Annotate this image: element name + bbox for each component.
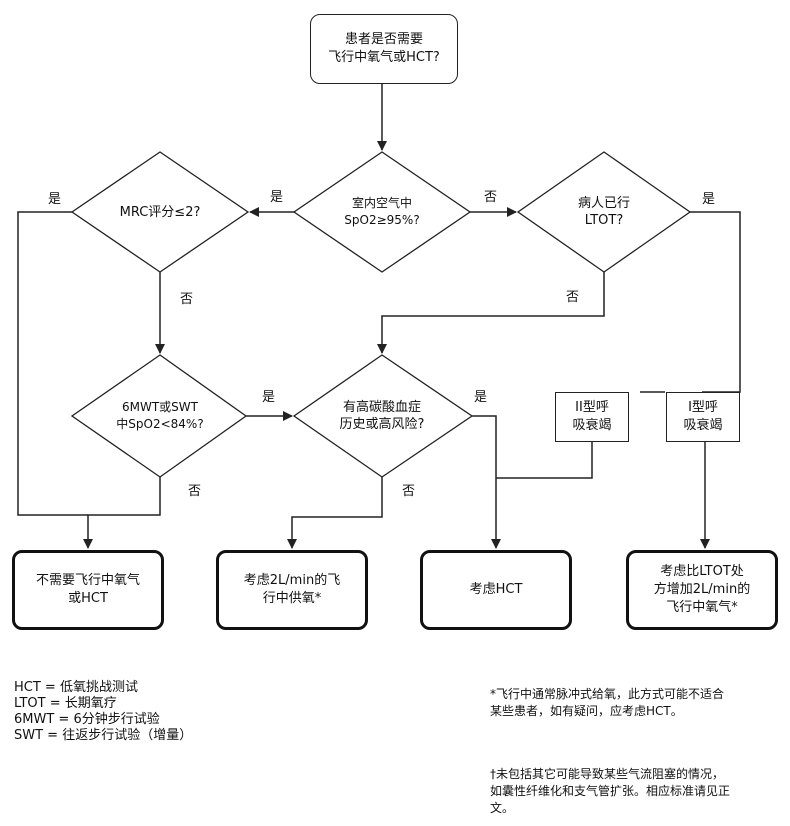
outcome-2l-line1: 考虑2L/min的飞: [243, 573, 341, 588]
edge-label-spo2-no: 否: [484, 190, 498, 205]
hypercap-question: 有高碳酸血症 历史或高风险?: [318, 396, 446, 436]
spo2-line2: SpO2≥95%?: [344, 213, 420, 227]
edge-label-walk-no: 否: [188, 484, 202, 499]
outcome-none-line2: 或HCT: [68, 591, 108, 606]
mrc-line1: MRC评分≤2?: [119, 204, 201, 220]
start-line1: 患者是否需要: [344, 32, 423, 47]
walk-line1: 6MWT或SWT: [121, 400, 198, 414]
edge-label-spo2-yes: 是: [270, 190, 284, 205]
edge-label-walk-yes: 是: [262, 390, 276, 405]
legend-swt: SWT = 往返步行试验（增量）: [14, 728, 193, 743]
edge-label-hypercap-yes: 是: [474, 390, 488, 405]
outcome-2l-box: 考虑2L/min的飞 行中供氧*: [216, 550, 368, 630]
footnote-dagger: †未包括其它可能导致某些气流阻塞的情况，如囊性纤维化和支气管扩张。相应标准请见正…: [490, 767, 731, 815]
outcome-ltot-plus-box: 考虑比LTOT处 方增加2L/min的 飞行中氧气*: [626, 550, 778, 630]
hypercap-line1: 有高碳酸血症: [342, 400, 421, 415]
type1-line1: I型呼: [688, 400, 718, 415]
edge-label-mrc-yes: 是: [48, 192, 62, 207]
type1-line2: 吸衰竭: [683, 418, 723, 433]
outcome-ltot-plus-line1: 考虑比LTOT处: [660, 564, 744, 579]
outcome-none-line1: 不需要飞行中氧气: [35, 573, 140, 588]
type2-line1: II型呼: [575, 400, 609, 415]
outcome-2l-line2: 行中供氧*: [262, 591, 322, 606]
edge-label-ltot-yes: 是: [702, 192, 716, 207]
edge-label-hypercap-no: 否: [402, 484, 416, 499]
edge-label-ltot-no: 否: [566, 290, 580, 305]
hypercap-line2: 历史或高风险?: [339, 417, 425, 432]
ltot-line2: LTOT?: [584, 213, 624, 228]
start-line2: 飞行中氧气或HCT?: [328, 50, 440, 65]
footnote-star: *飞行中通常脉冲式给氧，此方式可能不适合某些患者，如有疑问，应考虑HCT。: [490, 687, 725, 718]
legend-hct: HCT = 低氧挑战测试: [14, 680, 138, 695]
start-question-box: 患者是否需要 飞行中氧气或HCT?: [310, 14, 458, 84]
spo2-line1: 室内空气中: [351, 196, 412, 210]
outcome-no-oxygen-box: 不需要飞行中氧气 或HCT: [12, 550, 164, 630]
spo2-diamond: [292, 151, 472, 273]
legend-6mwt: 6MWT = 6分钟步行试验: [14, 712, 160, 727]
walk-line2: 中SpO2<84%?: [116, 417, 204, 431]
edge-label-mrc-no: 否: [180, 292, 194, 307]
outcome-ltot-plus-line2: 方增加2L/min的: [653, 582, 751, 597]
type1-respiratory-failure-box: I型呼 吸衰竭: [666, 392, 740, 442]
walk-question: 6MWT或SWT 中SpO2<84%?: [98, 396, 222, 436]
type2-respiratory-failure-box: II型呼 吸衰竭: [555, 392, 629, 442]
mrc-question: MRC评分≤2?: [98, 202, 222, 222]
outcome-ltot-plus-line3: 飞行中氧气*: [666, 600, 738, 615]
ltot-line1: 病人已行: [577, 196, 630, 211]
spo2-question: 室内空气中 SpO2≥95%?: [318, 192, 446, 232]
outcome-hct-line1: 考虑HCT: [469, 582, 523, 597]
type2-line2: 吸衰竭: [572, 418, 612, 433]
outcome-hct-box: 考虑HCT: [420, 550, 572, 630]
legend-ltot: LTOT = 长期氧疗: [14, 696, 117, 711]
ltot-question: 病人已行 LTOT?: [544, 192, 664, 232]
